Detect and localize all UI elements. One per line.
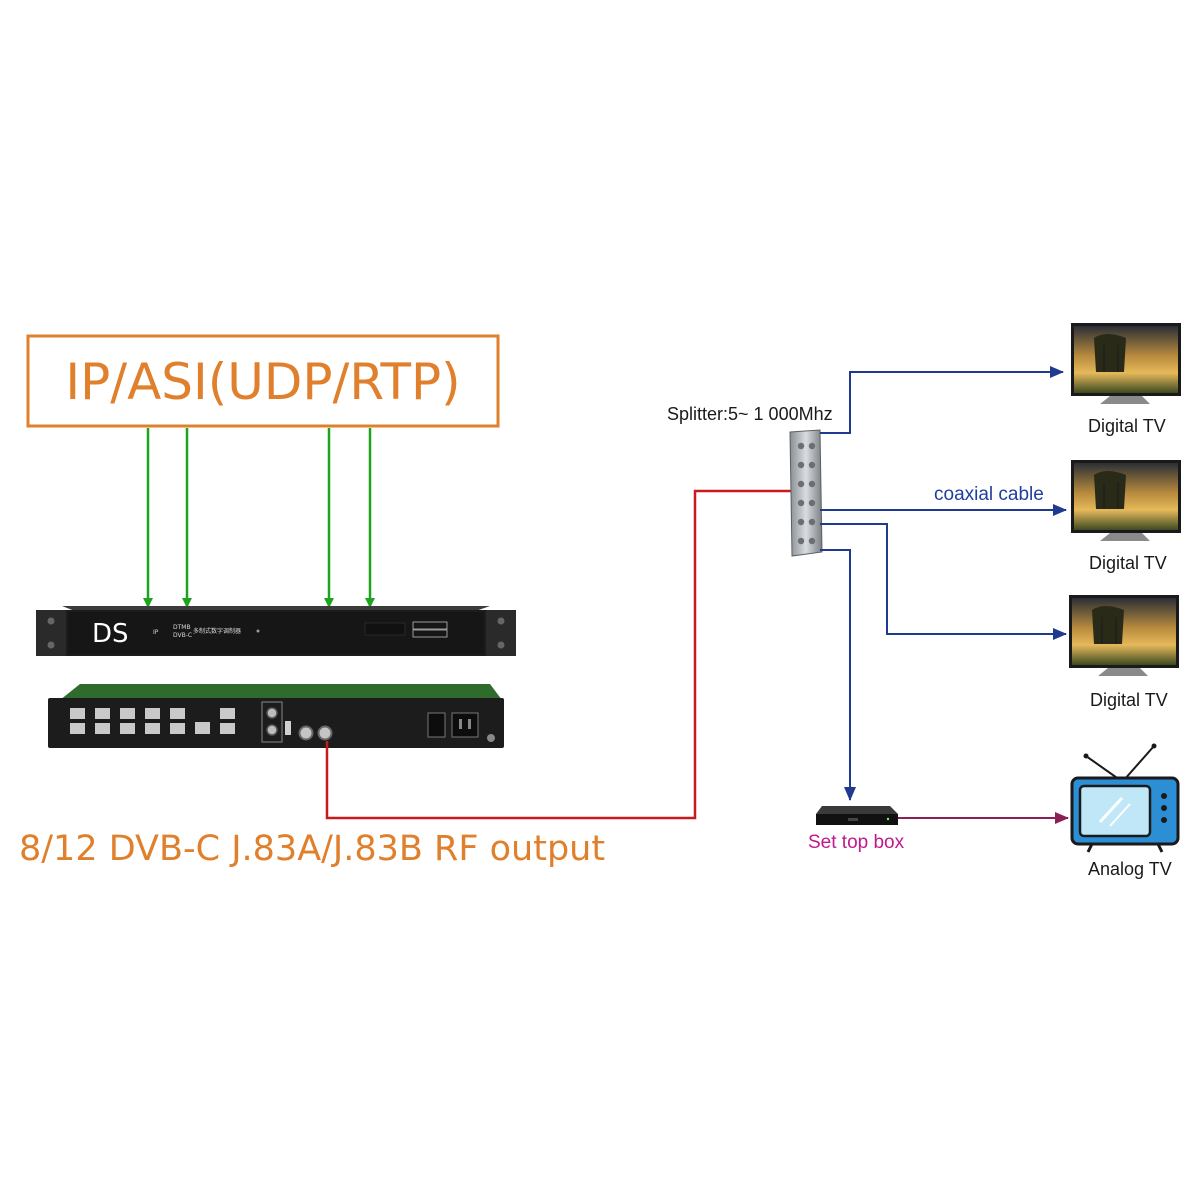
set-top-box-icon xyxy=(816,806,898,825)
analog-tv: Analog TV xyxy=(1070,743,1180,879)
input-protocol-box: IP/ASI(UDP/RTP) xyxy=(26,334,500,428)
device-dtmb-label: DTMB xyxy=(173,624,191,631)
device-dvbc-label: DVB-C xyxy=(173,632,192,639)
modulator-rear-panel xyxy=(48,684,504,748)
set-top-box-label: Set top box xyxy=(808,832,905,853)
coax-line-stb xyxy=(820,549,856,801)
input-arrows xyxy=(143,428,375,608)
device-model-text: 多制式数字调制器 xyxy=(193,627,241,635)
digital-tv-2-label: Digital TV xyxy=(1089,553,1167,573)
coax-line-tv-3 xyxy=(820,523,1067,640)
set-top-box: Set top box xyxy=(808,806,905,853)
flat-tv-icon xyxy=(1071,460,1181,541)
splitter-icon xyxy=(789,429,823,557)
splitter-label: Splitter:5~ 1 000Mhz xyxy=(667,404,833,424)
digital-tv-3-label: Digital TV xyxy=(1090,690,1168,710)
modulator-front-panel: DS IP DTMB DVB-C 多制式数字调制器 xyxy=(36,606,516,656)
flat-tv-icon xyxy=(1069,595,1179,676)
flat-tv-icon xyxy=(1071,323,1181,404)
rf-output-line xyxy=(325,489,795,820)
coaxial-lines xyxy=(820,366,1067,801)
crt-tv-icon xyxy=(1070,743,1180,853)
input-protocol-label: IP/ASI(UDP/RTP) xyxy=(65,353,460,411)
device-ip-label: IP xyxy=(153,629,159,636)
coax-line-tv-1 xyxy=(820,366,1064,434)
ethernet-ports xyxy=(70,708,235,734)
digital-tv-3: Digital TV xyxy=(1069,595,1179,710)
analog-tv-label: Analog TV xyxy=(1088,859,1172,879)
device-brand: DS xyxy=(92,619,129,649)
digital-tv-1-label: Digital TV xyxy=(1088,416,1166,436)
coaxial-cable-label: coaxial cable xyxy=(934,484,1044,505)
digital-tv-1: Digital TV xyxy=(1071,323,1181,436)
digital-tv-2: Digital TV xyxy=(1071,460,1181,573)
rf-output-label: 8/12 DVB-C J.83A/J.83B RF output xyxy=(19,829,605,869)
